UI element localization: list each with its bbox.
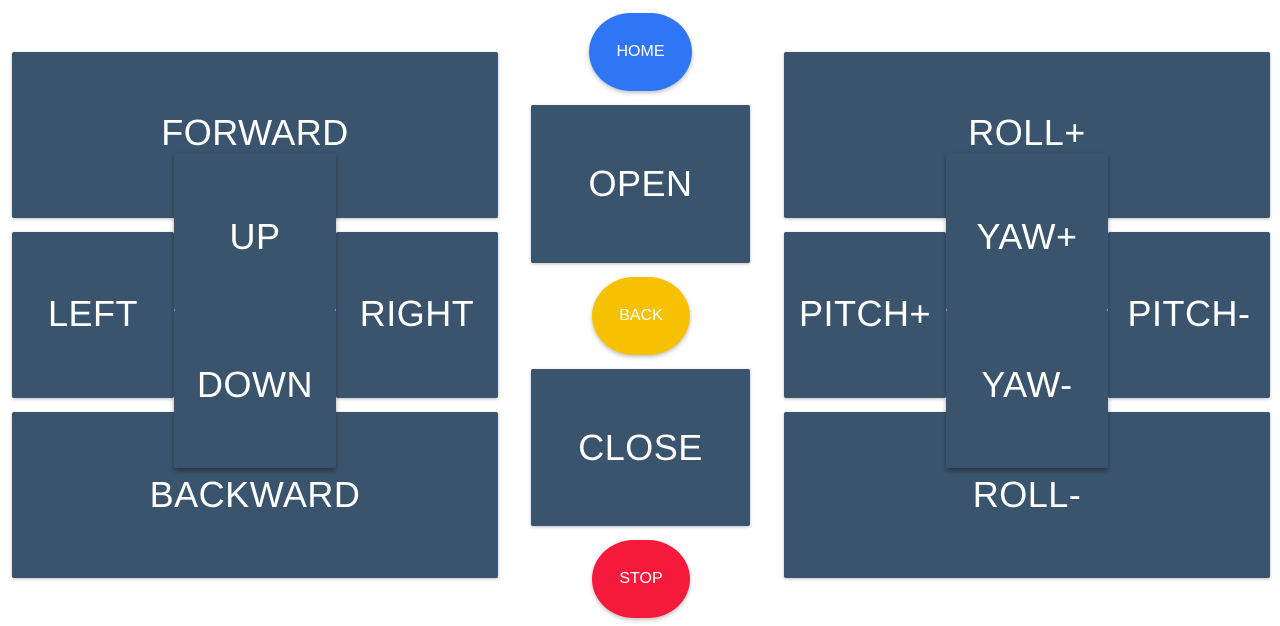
close-button[interactable]: CLOSE — [531, 369, 750, 526]
roll-minus-label: ROLL- — [972, 474, 1082, 515]
forward-label: FORWARD — [161, 112, 349, 153]
stop-label: STOP — [619, 570, 663, 587]
down-label: DOWN — [197, 364, 313, 405]
back-button[interactable]: BACK — [592, 277, 690, 355]
right-button[interactable]: RIGHT — [336, 232, 498, 398]
backward-label: BACKWARD — [149, 474, 361, 515]
pitch-minus-button[interactable]: PITCH- — [1108, 232, 1270, 398]
yaw-plus-button[interactable]: YAW+ — [946, 153, 1108, 310]
roll-minus-button[interactable]: ROLL- — [784, 412, 1270, 578]
left-label: LEFT — [47, 293, 138, 334]
home-button[interactable]: HOME — [589, 13, 692, 91]
yaw-minus-button[interactable]: YAW- — [946, 310, 1108, 468]
stop-button[interactable]: STOP — [592, 540, 690, 618]
yaw-plus-label: YAW+ — [976, 215, 1078, 257]
open-button[interactable]: OPEN — [531, 105, 750, 263]
close-label: CLOSE — [578, 426, 703, 468]
pitch-plus-button[interactable]: PITCH+ — [784, 232, 946, 398]
down-button[interactable]: DOWN — [174, 310, 336, 468]
pitch-plus-label: PITCH+ — [798, 293, 932, 334]
left-button[interactable]: LEFT — [12, 232, 174, 398]
backward-button[interactable]: BACKWARD — [12, 412, 498, 578]
right-label: RIGHT — [359, 293, 475, 334]
open-label: OPEN — [588, 163, 693, 204]
yaw-minus-label: YAW- — [981, 364, 1073, 405]
back-label: BACK — [619, 307, 663, 324]
pitch-minus-label: PITCH- — [1127, 293, 1251, 334]
up-label: UP — [229, 215, 281, 257]
roll-plus-label: ROLL+ — [968, 112, 1086, 153]
home-label: HOME — [616, 43, 665, 60]
up-button[interactable]: UP — [174, 153, 336, 310]
